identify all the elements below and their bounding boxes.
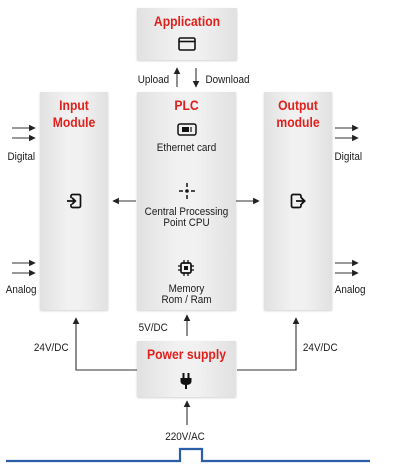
output-voltage-label: 24V/DC bbox=[302, 342, 338, 354]
digital-in-label: Digital bbox=[7, 151, 36, 163]
plc-voltage-label: 5V/DC bbox=[138, 322, 168, 334]
cpu-label-line1: Central Processing bbox=[144, 206, 229, 218]
memory-chip-icon bbox=[178, 260, 194, 276]
power-to-output-arrow bbox=[237, 317, 300, 371]
plc-title: PLC bbox=[174, 98, 199, 113]
mains-voltage-label: 220V/AC bbox=[165, 431, 205, 443]
analog-out-label: Analog bbox=[334, 284, 366, 296]
output-module-title-line2: module bbox=[276, 115, 320, 130]
cpu-label-line2: Point CPU bbox=[163, 217, 210, 229]
login-icon bbox=[66, 193, 82, 209]
power-supply-title: Power supply bbox=[146, 347, 227, 362]
memory-label-line2: Rom / Ram bbox=[161, 294, 212, 306]
ethernet-card-icon bbox=[177, 123, 197, 136]
window-icon bbox=[178, 37, 196, 51]
ground-line bbox=[6, 447, 370, 463]
input-module-title-line1: Input bbox=[59, 98, 89, 113]
output-module-box: Output module bbox=[264, 92, 332, 310]
input-voltage-label: 24V/DC bbox=[33, 342, 69, 354]
output-module-title-line1: Output bbox=[278, 98, 318, 113]
logout-icon bbox=[290, 193, 306, 209]
digital-out-label: Digital bbox=[334, 151, 363, 163]
ethernet-card-label: Ethernet card bbox=[156, 142, 217, 154]
power-supply-box: Power supply bbox=[137, 341, 236, 397]
plc-box: PLC Ethernet card Central Processing Poi… bbox=[137, 92, 236, 310]
input-module-box: Input Module bbox=[40, 92, 108, 310]
analog-in-label: Analog bbox=[5, 284, 37, 296]
memory-label-line1: Memory bbox=[168, 283, 205, 295]
cpu-icon bbox=[179, 183, 195, 199]
download-label: Download bbox=[205, 74, 250, 86]
plug-icon bbox=[180, 373, 192, 389]
power-to-input-arrow bbox=[72, 317, 137, 371]
input-module-title-line2: Module bbox=[52, 115, 96, 130]
application-box: Application bbox=[137, 8, 237, 60]
upload-label: Upload bbox=[137, 74, 170, 86]
application-title: Application bbox=[153, 14, 221, 29]
